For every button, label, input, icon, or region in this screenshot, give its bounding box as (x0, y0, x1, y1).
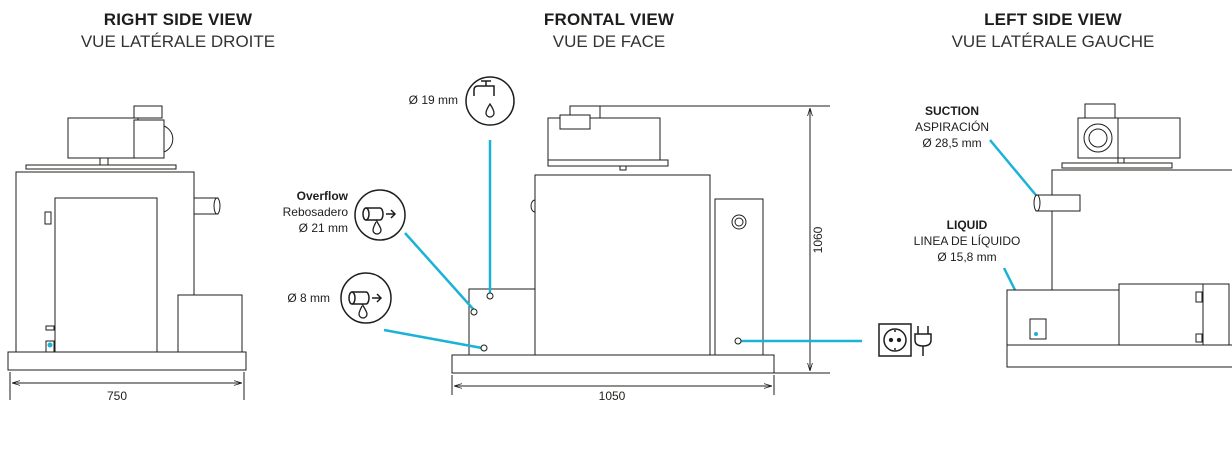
overflow-line2: Ø 21 mm (299, 221, 348, 235)
condenser-box (1006, 289, 1120, 346)
right-side-view-drawing (7, 105, 247, 400)
motor-body-left (1114, 117, 1181, 159)
suction-line1: ASPIRACIÓN (915, 119, 989, 134)
overflow-point (470, 308, 478, 316)
right-view-subtitle: VUE LATÉRALE DROITE (80, 32, 276, 51)
left-view-subtitle: VUE LATÉRALE GAUCHE (951, 32, 1155, 51)
left-view-title-block: LEFT SIDE VIEW VUE LATÉRALE GAUCHE (893, 9, 1213, 53)
overflow-line1: Rebosadero (283, 205, 349, 219)
suction-line2: Ø 28,5 mm (922, 136, 981, 150)
base-plate-left (1006, 344, 1232, 368)
connection-leaders (383, 139, 1041, 350)
front-width-dimension: 1050 (599, 389, 626, 403)
liquid-line2: Ø 15,8 mm (937, 250, 996, 264)
suction-pipe (1035, 194, 1081, 212)
liquid-title: LIQUID (947, 218, 988, 232)
power-point (734, 337, 742, 345)
cabinet-front (534, 174, 711, 356)
power-plug-icon (914, 326, 932, 356)
base-plate (7, 351, 247, 371)
drain-leader (383, 328, 483, 350)
overflow-leader (404, 232, 475, 311)
liquid-line1: LINEA DE LÍQUIDO (914, 233, 1021, 248)
drain-pipe-icon (340, 272, 392, 324)
front-height-dimension: 1060 (811, 226, 825, 253)
suction-leader (989, 139, 1041, 201)
overflow-title: Overflow (297, 189, 349, 203)
water-tap-icon (465, 76, 515, 126)
suction-title: SUCTION (925, 104, 979, 118)
liquid-point (1034, 332, 1038, 336)
overflow-pipe-icon (354, 189, 406, 241)
water-inlet-label: Ø 19 mm (409, 93, 458, 107)
drain-label: Ø 8 mm (287, 291, 330, 305)
front-view-title-block: FRONTAL VIEW VUE DE FACE (449, 9, 769, 53)
motor-end-cap (133, 119, 165, 159)
water-box (468, 288, 536, 356)
side-box (177, 294, 243, 353)
front-view-subtitle: VUE DE FACE (552, 32, 666, 51)
power-socket-icon (878, 323, 912, 357)
left-side-view-drawing (1006, 103, 1232, 368)
right-width-dimension: 750 (107, 389, 127, 403)
connection-points (470, 292, 742, 352)
right-view-title-block: RIGHT SIDE VIEW VUE LATÉRALE DROITE (18, 9, 338, 53)
front-view-title: FRONTAL VIEW (543, 10, 675, 29)
left-view-title: LEFT SIDE VIEW (984, 10, 1122, 29)
compressor-box (1118, 283, 1204, 346)
cabinet-door (54, 197, 158, 353)
drain-point (480, 344, 488, 352)
right-view-title: RIGHT SIDE VIEW (103, 10, 253, 29)
front-view-drawing (451, 105, 830, 395)
water-inlet-point (486, 292, 494, 300)
liquid-port (1029, 318, 1047, 340)
motor-body (67, 117, 139, 159)
base-plate-front (451, 354, 775, 374)
